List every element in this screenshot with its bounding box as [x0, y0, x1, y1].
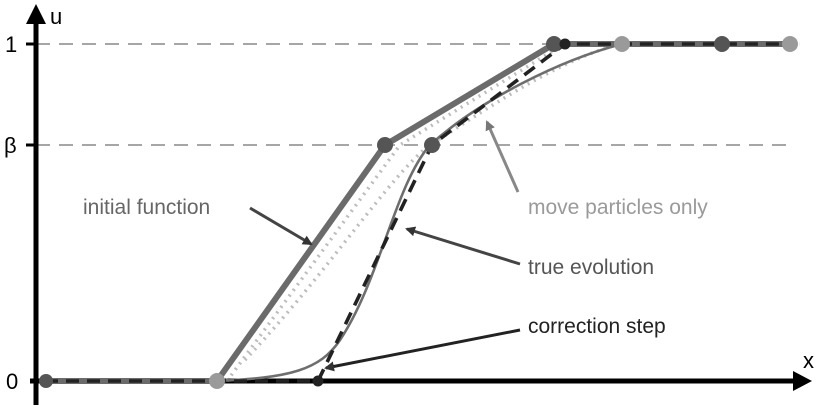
particle-move-4: [782, 36, 798, 52]
particle-initial-1: [209, 373, 225, 389]
particle-correction-2: [424, 137, 440, 153]
particle-correction-3: [559, 38, 571, 50]
particle-correction-1: [312, 375, 324, 387]
arrow-icon-true: [405, 226, 521, 266]
particle-initial-2: [377, 137, 393, 153]
particle-initial-4: [714, 36, 730, 52]
particle-initial-3: [546, 36, 562, 52]
y-tick-label-one: 1: [5, 32, 17, 57]
arrow-icon-initial: [249, 206, 313, 246]
particle-move-3: [614, 36, 630, 52]
x-axis-arrow-icon: [793, 371, 812, 391]
move-particles-curve-b: [243, 42, 621, 362]
arrow-icon-correction: [324, 328, 521, 372]
label-initial-function: initial function: [83, 196, 210, 219]
y-axis-label: u: [50, 4, 62, 29]
y-axis-arrow-icon: [26, 4, 46, 24]
y-tick-label-zero: 0: [6, 369, 18, 394]
x-axis-label: x: [803, 348, 814, 373]
label-correction-step: correction step: [528, 315, 666, 338]
label-true-evolution: true evolution: [528, 256, 654, 279]
true-evolution-curve: [40, 42, 790, 383]
y-tick-label-beta: β: [4, 133, 17, 158]
arrow-icon-move: [485, 120, 520, 193]
particle-initial-0: [39, 374, 53, 388]
label-move-particles: move particles only: [528, 196, 708, 219]
